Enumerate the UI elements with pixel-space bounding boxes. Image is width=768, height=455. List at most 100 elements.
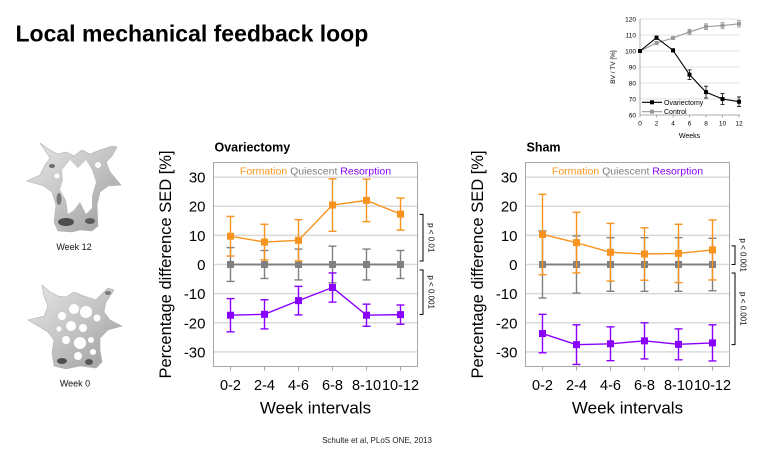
y-axis-label: BV / TV [%] [610, 50, 617, 84]
slide-title: Local mechanical feedback loop [16, 21, 369, 47]
series-line [230, 199, 401, 243]
y-axis-label: Percentage difference SED [%] [157, 150, 175, 378]
data-point [397, 311, 404, 319]
data-point [641, 250, 648, 258]
data-point [261, 261, 268, 268]
data-point [654, 35, 659, 40]
x-tick-label: 8 [704, 121, 708, 128]
y-tick-label: 10 [189, 228, 206, 245]
data-point [687, 72, 692, 77]
data-point [720, 23, 725, 28]
x-tick-label: 4-6 [600, 378, 621, 394]
series-line [542, 233, 713, 255]
y-tick-label: 20 [189, 199, 206, 216]
bone-cavity [93, 314, 101, 322]
significance-label: p < 0.01 [427, 223, 436, 253]
series-line [230, 286, 401, 316]
x-tick-label: 0-2 [220, 378, 241, 394]
legend-entry-quiescent: Quiescent [602, 166, 649, 178]
bone-cavity [66, 321, 76, 331]
y-tick-label: 0 [197, 257, 205, 274]
y-tick-label: 60 [629, 112, 637, 119]
legend-entry-ovariectomy: Ovariectomy [642, 100, 704, 107]
bone-cavity [69, 304, 79, 314]
bone-label-week-12: Week 12 [56, 242, 91, 252]
bone-image-week-12 [26, 142, 122, 233]
series-resorption [226, 272, 405, 333]
data-point [295, 236, 302, 244]
x-tick-label: 2-4 [254, 378, 275, 394]
data-point [687, 29, 692, 34]
legend-swatch-marker [650, 109, 654, 114]
legend-entry-quiescent: Quiescent [290, 166, 337, 178]
data-point [704, 90, 708, 95]
x-tick-label: 8-10 [352, 378, 381, 394]
significance-label: p < 0.001 [427, 275, 436, 309]
series-formation [538, 193, 717, 284]
legend-entry-resorption: Resorption [340, 166, 391, 178]
y-tick-label: 90 [629, 64, 637, 71]
x-tick-label: 4 [671, 121, 675, 128]
legend: Formation Quiescent Resorption [240, 166, 391, 178]
bone-cavity [95, 162, 101, 168]
data-point [709, 339, 716, 347]
data-point [607, 248, 614, 256]
data-point [261, 238, 268, 246]
bone-cavity [74, 352, 82, 360]
bone-label-week-0: Week 0 [60, 379, 90, 389]
series-ovariectomy [638, 35, 741, 107]
data-point [720, 97, 725, 101]
legend-swatch-marker [650, 100, 654, 105]
data-point [227, 261, 234, 268]
x-tick-label: 6 [688, 121, 692, 128]
significance-bracket [419, 213, 424, 262]
data-point [573, 341, 580, 349]
x-tick-label: 6-8 [322, 378, 343, 394]
series-control [638, 20, 741, 53]
bone-cavity [58, 312, 66, 320]
data-point [295, 297, 302, 305]
chart-title: Ovariectomy [215, 141, 291, 155]
x-tick-label: 2-4 [566, 378, 587, 394]
y-tick-label: 110 [626, 32, 637, 39]
legend: Formation Quiescent Resorption [552, 166, 703, 178]
significance-bracket [731, 272, 736, 346]
x-tick-label: 0 [638, 121, 642, 128]
bone-cavity [90, 349, 96, 355]
data-point [227, 232, 234, 240]
bone-cavity [80, 306, 92, 318]
plot-frame [213, 162, 418, 367]
bone-cavity [62, 336, 70, 344]
data-point [737, 21, 741, 26]
y-tick-label: 30 [501, 170, 518, 187]
y-tick-label: -30 [496, 344, 518, 361]
data-point [329, 201, 336, 209]
y-tick-label: -30 [184, 344, 206, 361]
y-tick-label: -20 [496, 315, 518, 332]
y-tick-label: 20 [501, 199, 518, 216]
bone-shadow [85, 218, 95, 224]
x-tick-label: 10 [719, 121, 727, 128]
data-point [261, 310, 268, 318]
x-tick-label: 8-10 [664, 378, 693, 394]
data-point [638, 49, 642, 53]
significance-label: p < 0.001 [739, 292, 748, 326]
legend-label: Control [664, 109, 687, 116]
legend-label: Ovariectomy [664, 100, 704, 107]
data-point [329, 284, 336, 292]
y-tick-label: 0 [509, 257, 517, 274]
y-axis-label: Percentage difference SED [%] [469, 150, 487, 378]
bone-shadow [85, 359, 93, 365]
plot-frame [525, 162, 730, 367]
y-tick-label: 80 [629, 80, 637, 87]
data-point [671, 36, 675, 41]
data-point [539, 330, 546, 338]
bone-image-week-0 [27, 284, 123, 370]
y-tick-label: 120 [625, 16, 636, 23]
data-point [295, 261, 302, 268]
data-point [737, 99, 741, 104]
data-point [704, 24, 708, 29]
